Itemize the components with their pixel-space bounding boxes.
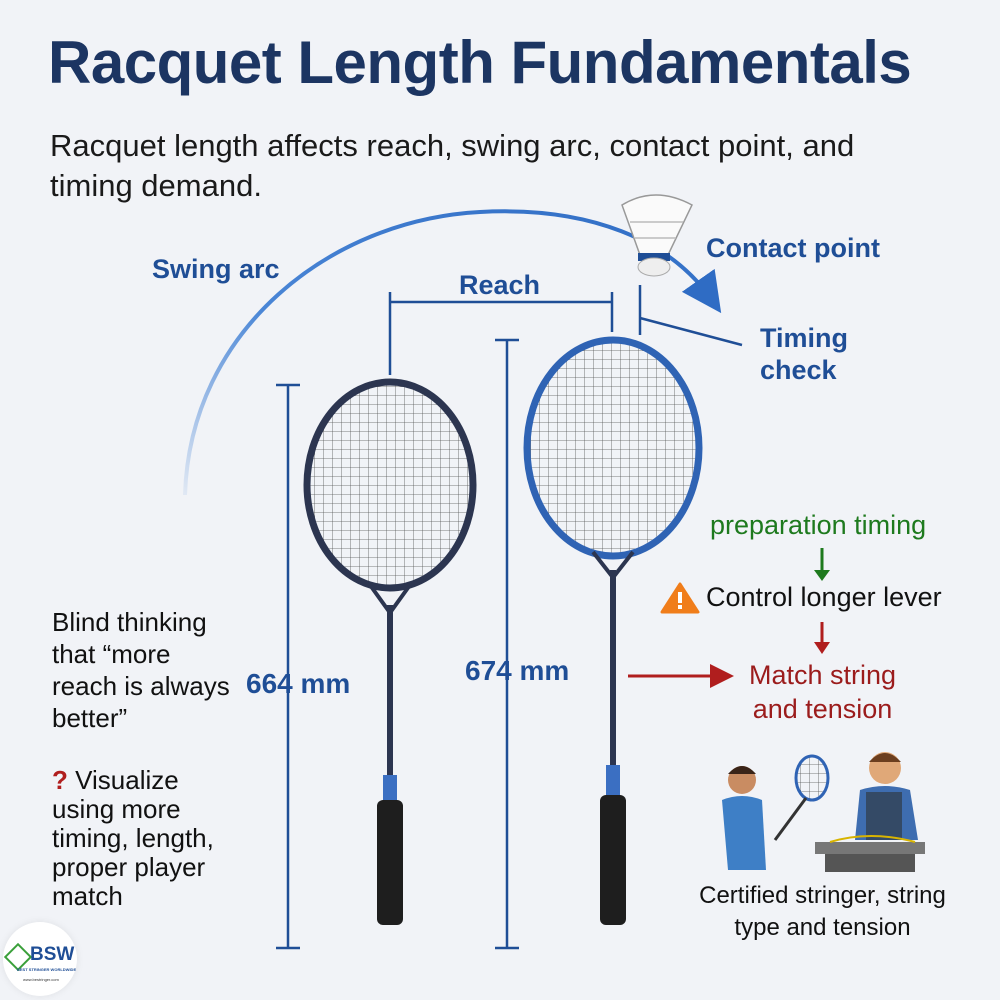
preparation-timing-label: preparation timing xyxy=(710,510,927,540)
logo-tagline: BEST STRINGER WORLDWIDE xyxy=(17,967,77,972)
stringer-illustration-icon xyxy=(722,752,925,872)
visualize-text: Visualize using more timing, length, pro… xyxy=(52,765,214,911)
contact-point-label: Contact point xyxy=(706,233,880,263)
match-string-label: Match string and tension xyxy=(748,660,897,724)
question-mark-icon: ? xyxy=(52,765,68,795)
racquet-674-icon xyxy=(523,336,703,925)
dimension-line-664 xyxy=(276,383,300,950)
control-lever-label: Control longer lever xyxy=(706,582,942,612)
logo-text: BSW xyxy=(30,944,75,965)
racquet-664-icon xyxy=(303,378,477,925)
timing-check-label: Timing check xyxy=(760,323,849,385)
dimension-line-674 xyxy=(495,338,519,950)
shuttlecock-icon xyxy=(621,194,693,277)
subtitle: Racquet length affects reach, swing arc,… xyxy=(50,128,855,203)
page-title: Racquet Length Fundamentals xyxy=(48,29,912,96)
stringer-caption: Certified stringer, string type and tens… xyxy=(699,882,946,941)
myth-note: Blind thinking that “more reach is alway… xyxy=(52,607,230,733)
warning-triangle-icon xyxy=(660,582,700,614)
visualize-note: ? Visualize using more timing, length, p… xyxy=(52,766,242,911)
bsw-logo: BSW BEST STRINGER WORLDWIDE www.bestring… xyxy=(3,922,77,996)
reach-label: Reach xyxy=(459,270,541,300)
length-674-label: 674 mm xyxy=(465,655,570,686)
logo-url: www.bestringer.com xyxy=(23,977,59,982)
reach-bracket xyxy=(388,285,743,375)
swing-arc-label: Swing arc xyxy=(152,254,280,284)
length-664-label: 664 mm xyxy=(246,668,351,699)
